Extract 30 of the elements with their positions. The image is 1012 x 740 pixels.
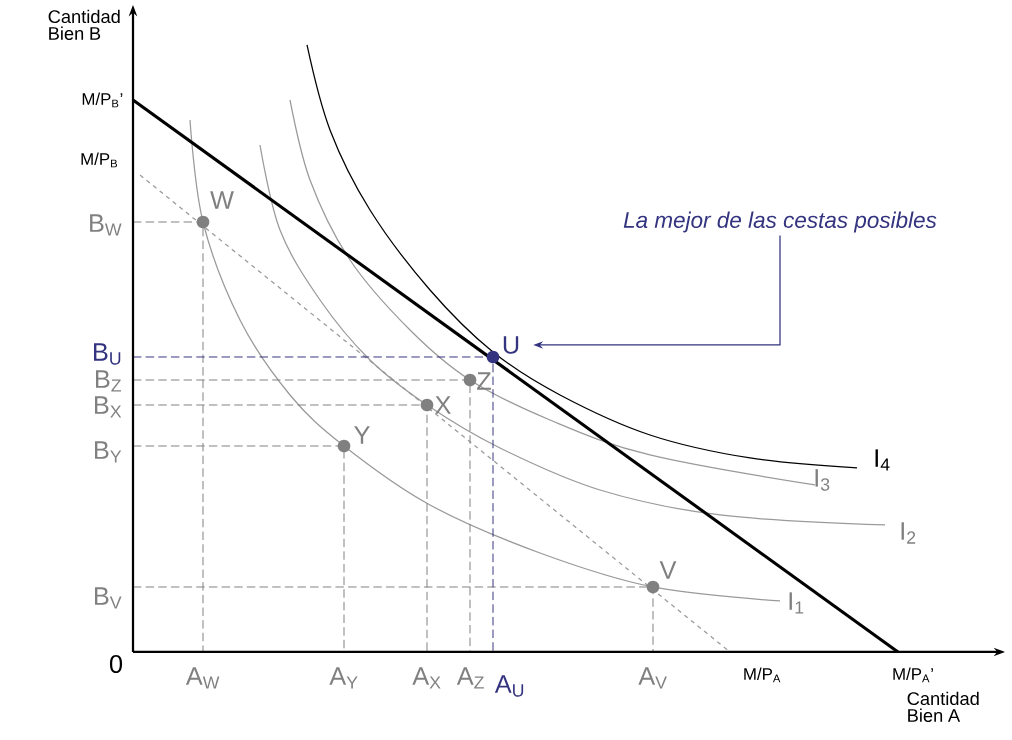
axis-title: Cantidad Bien A <box>907 691 979 722</box>
axis-tick-label: A$_{U}$ <box>494 675 524 697</box>
point-label: X <box>435 396 451 414</box>
axis-tick-label: B$_{U}$ <box>94 343 121 365</box>
curve-label: I$_{3}$ <box>815 469 830 491</box>
axis-tick-label: B$_{W}$ <box>90 214 122 236</box>
curve-label: I$_{1}$ <box>789 592 804 614</box>
axis-tick-label: B$_{Y}$ <box>95 441 122 463</box>
point-label: Y <box>354 426 370 444</box>
axis-intercept-label: M/P$_{A}$’ <box>893 667 933 683</box>
axis-intercept-label: M/P$_{B}$’ <box>82 92 123 108</box>
axis-title: Cantidad Bien B <box>48 9 120 40</box>
callout-text: La mejor de las cestas posibles <box>623 211 937 233</box>
axis-tick-label: B$_{X}$ <box>95 396 122 418</box>
axis-tick-label: A$_{Z}$ <box>456 667 484 689</box>
axis-tick-label: A$_{V}$ <box>638 667 667 689</box>
axis-tick-label: B$_{V}$ <box>95 587 122 609</box>
point-label: Z <box>477 372 491 390</box>
point-label: V <box>659 561 677 579</box>
axis-intercept-label: M/P$_{B}$ <box>81 152 117 168</box>
point-label: W <box>210 191 234 209</box>
point-label: U <box>503 336 519 354</box>
axis-tick-label: A$_{Y}$ <box>329 667 358 689</box>
curve-label: I$_{2}$ <box>901 522 916 544</box>
axis-intercept-label: M/P$_{A}$ <box>744 667 781 683</box>
origin-label: 0 <box>109 655 123 673</box>
axis-tick-label: B$_{Z}$ <box>96 370 122 392</box>
axis-tick-label: A$_{X}$ <box>412 667 441 689</box>
axis-tick-label: A$_{W}$ <box>185 667 220 689</box>
curve-label: I$_{4}$ <box>875 449 890 471</box>
